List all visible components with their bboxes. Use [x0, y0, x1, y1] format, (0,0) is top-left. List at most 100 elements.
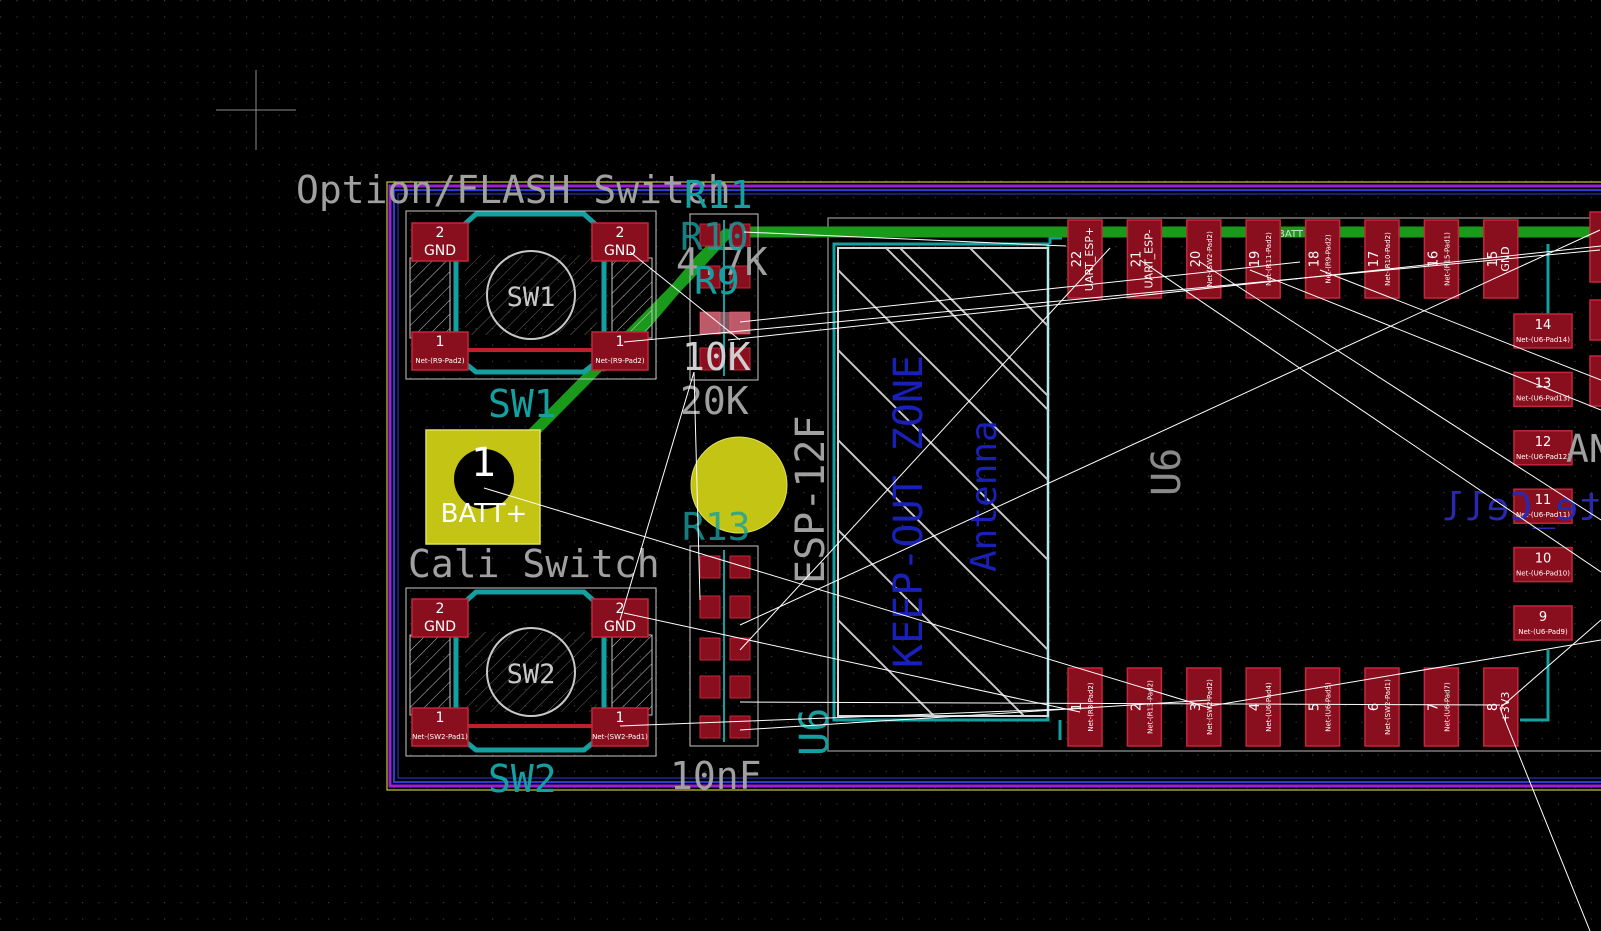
resistor-pad[interactable]: [729, 595, 751, 619]
u6-top-pad-net: UART_ESP+: [1083, 227, 1096, 291]
sw2-pad-number: 1: [436, 710, 445, 726]
resistor-pad[interactable]: [729, 715, 751, 739]
u6-side-pad-number: 11: [1535, 493, 1552, 508]
r10-ref: R10: [680, 215, 749, 259]
u6-side-pad-number: 9: [1539, 610, 1547, 625]
u6-side-pad-net: Net-(U6-Pad9): [1518, 628, 1568, 636]
resistor-pad[interactable]: [699, 265, 721, 289]
u6-side-pad-number: 14: [1535, 318, 1552, 333]
resistor-pad[interactable]: [729, 637, 751, 661]
u6-bottom-pad-net: Net-(R8-Pad2): [1087, 682, 1095, 731]
resistor-pad[interactable]: [699, 595, 721, 619]
u6-top-pad-net: Net-(R10-Pad2): [1384, 232, 1392, 286]
sw1-footprint: [405, 210, 657, 380]
resistor-pad[interactable]: [699, 675, 721, 699]
u6-bottom-pad-body: [1304, 667, 1341, 747]
u6-side-pad-net: Net-(U6-Pad10): [1516, 570, 1570, 578]
u6-bottom-pad-body: [1245, 667, 1281, 747]
u6-bottom-pad-body: [1483, 667, 1519, 747]
batt-pad-label: BATT+: [441, 499, 528, 529]
resistor-pad[interactable]: [729, 223, 751, 247]
resistor-pads: [699, 223, 751, 739]
u6-top-pad-body: [1423, 219, 1460, 299]
u6-bottom-pad-body: [1126, 667, 1163, 747]
u6-bottom-pad-net: Net-(U6-Pad4): [1265, 682, 1273, 732]
u6-top-pad-net: Net-(SW2-Pad2): [1206, 231, 1214, 287]
resistor-pad[interactable]: [729, 675, 751, 699]
resistor-pad[interactable]: [729, 347, 751, 371]
u6-side-pad-net: Net-(U6-Pad11): [1516, 511, 1570, 519]
sw2-ref: SW2: [488, 757, 557, 801]
keepout-zone-label: KEEP-OUT ZONE: [886, 355, 932, 668]
u6-bottom-pad-net: Net-(U6-Pad7): [1443, 682, 1451, 732]
batt-pad[interactable]: [425, 429, 541, 545]
resistor-pad[interactable]: [699, 555, 721, 579]
resistor-pad[interactable]: [729, 265, 751, 289]
antenna-label: Antenna: [964, 420, 1005, 572]
resistor-pad[interactable]: [699, 347, 721, 371]
sw2-pad-number: 1: [616, 710, 625, 726]
sw1-pad-net: Net-(R9-Pad2): [595, 357, 644, 365]
sw1-pad-body: [591, 222, 649, 262]
sw1-pad-number: 1: [616, 334, 625, 350]
sw1-ref: SW1: [488, 382, 557, 426]
resistor-pad[interactable]: [699, 637, 721, 661]
origin-crosshair: [216, 70, 296, 150]
cali-switch-label: Cali Switch: [408, 542, 660, 586]
u6-bottom-pad[interactable]: 8+3V3: [1483, 667, 1519, 747]
sw1-pad-net: GND: [424, 243, 456, 259]
sw2-center-label: SW2: [507, 659, 556, 690]
u6-top-pad-number: 21: [1129, 251, 1144, 268]
u6-top-pad-body: [1364, 219, 1400, 299]
sw2-pad-number: 2: [436, 601, 445, 617]
u6-bottom-pad-number: 8: [1486, 703, 1501, 711]
resistor-pad[interactable]: [729, 555, 751, 579]
u6-bottom-pad-net: Net-(R13-Pad2): [1146, 680, 1154, 734]
sw1-pad-body: [411, 331, 469, 371]
resistor-pad[interactable]: [699, 715, 721, 739]
u6-side-pad-net: Net-(U6-Pad14): [1516, 336, 1570, 344]
sw1-pad-body: [411, 222, 469, 262]
sw1-pad-number: 2: [436, 225, 445, 241]
value-4-7k: 4.7K: [676, 240, 768, 284]
u6-bottom-pad-net: +3V3: [1499, 692, 1512, 723]
ratsnest: [483, 229, 1601, 931]
sw1-pad-net: Net-(R9-Pad2): [415, 357, 464, 365]
u6-top-pad-body: [1126, 219, 1163, 299]
u6-bottom-pad-number: 6: [1367, 703, 1382, 711]
resistor-pad[interactable]: [699, 223, 721, 247]
sw1-pad-number: 2: [616, 225, 625, 241]
u6-top-pad-body: [1304, 219, 1341, 299]
u6-top-pad-number: 22: [1070, 251, 1085, 268]
sw2-pad-net: Net-(SW2-Pad1): [412, 733, 468, 741]
sw2-pad-number: 2: [616, 601, 625, 617]
